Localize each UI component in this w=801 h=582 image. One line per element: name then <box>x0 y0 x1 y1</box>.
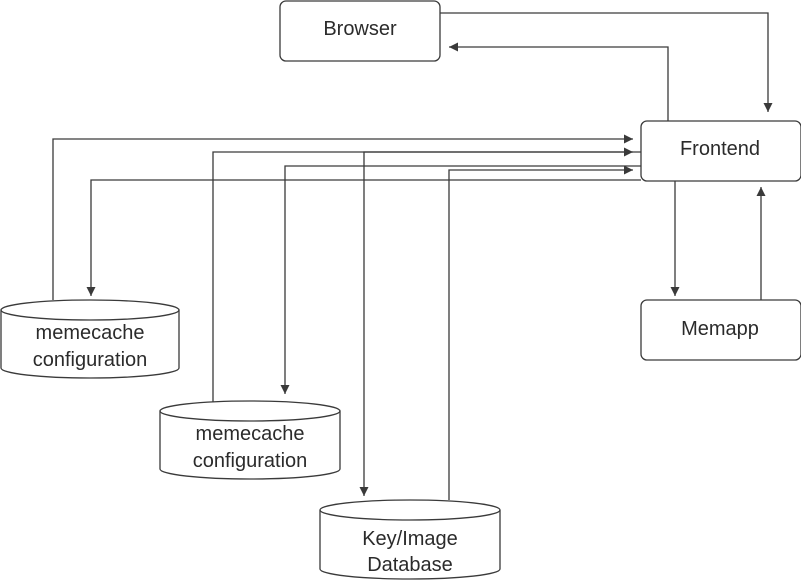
edge-frontend-to-memcache1 <box>86 179 641 296</box>
edges <box>52 12 773 500</box>
key-image-database-node[interactable]: Key/Image Database <box>319 499 501 580</box>
memapp-label: Memapp <box>681 318 759 340</box>
memcache-config-1-cylinder-icon <box>0 299 180 379</box>
edge-frontend-to-browser <box>449 42 669 121</box>
memcache-config-2-cylinder-icon <box>159 400 341 480</box>
edge-frontend-to-memcache2 <box>280 165 641 394</box>
database-cylinder-icon <box>319 499 501 580</box>
edge-frontend-to-database <box>359 151 641 496</box>
edge-memcache2-to-frontend <box>212 147 633 403</box>
memapp-node[interactable]: Memapp <box>640 299 801 361</box>
browser-label: Browser <box>323 18 397 40</box>
edge-database-to-frontend <box>448 165 633 500</box>
frontend-node[interactable]: Frontend <box>640 120 801 182</box>
memcache-config-1-line-1: memecache <box>36 322 145 344</box>
memcache-config-2-node[interactable]: memecache configuration <box>159 400 341 480</box>
memcache-config-1-line-2: configuration <box>33 349 148 371</box>
browser-node[interactable]: Browser <box>279 0 441 62</box>
memcache-config-2-line-2: configuration <box>193 450 308 472</box>
memcache-config-2-line-1: memecache <box>196 423 305 445</box>
database-line-1: Key/Image <box>362 528 458 550</box>
memcache-config-1-node[interactable]: memecache configuration <box>0 299 180 379</box>
frontend-label: Frontend <box>680 138 760 160</box>
edge-browser-to-frontend <box>440 12 773 112</box>
edge-memcache1-to-frontend <box>52 134 633 300</box>
database-line-2: Database <box>367 554 453 576</box>
